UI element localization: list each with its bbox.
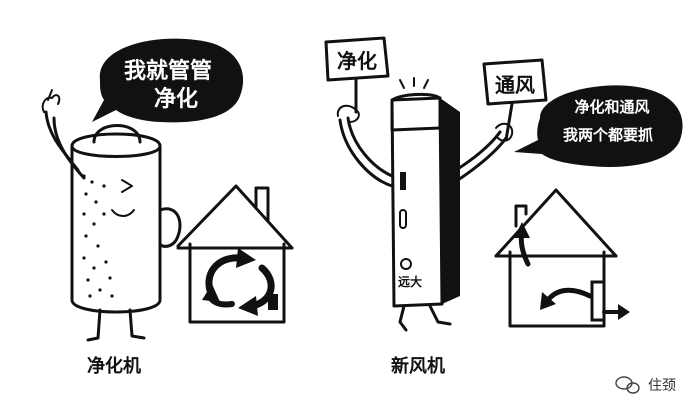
watermark: 住颈 [615, 376, 676, 394]
fresh-air-machine-character: 远大 [336, 77, 514, 332]
sign-right-text: 通风 [495, 73, 535, 97]
fresh-air-bubble-line1: 净化和通风 [574, 98, 649, 116]
wechat-icon [615, 376, 640, 394]
circular-arrows-icon [202, 248, 278, 316]
purifier-speech-bubble: 我就管管 净化 [92, 38, 244, 123]
device-brand: 远大 [398, 274, 422, 289]
sign-left: 净化 [324, 36, 390, 114]
purifier-caption: 净化机 [87, 355, 141, 377]
fresh-air-bubble-line2: 我两个都要抓 [563, 126, 653, 144]
purifier-character [41, 89, 182, 342]
right-house [494, 188, 618, 328]
watermark-text: 住颈 [648, 378, 676, 394]
fresh-air-speech-bubble: 净化和通风 我两个都要抓 [514, 85, 683, 167]
air-flow-arrows-icon [514, 222, 630, 320]
purifier-bubble-line2: 净化 [154, 86, 198, 112]
left-house [176, 184, 294, 324]
brand-logo-icon [400, 258, 412, 270]
purifier-mesh [82, 174, 114, 298]
purifier-bubble-line1: 我就管管 [124, 58, 212, 84]
sign-right: 通风 [482, 58, 548, 142]
fresh-air-caption: 新风机 [391, 355, 445, 377]
sign-left-text: 净化 [337, 49, 377, 73]
